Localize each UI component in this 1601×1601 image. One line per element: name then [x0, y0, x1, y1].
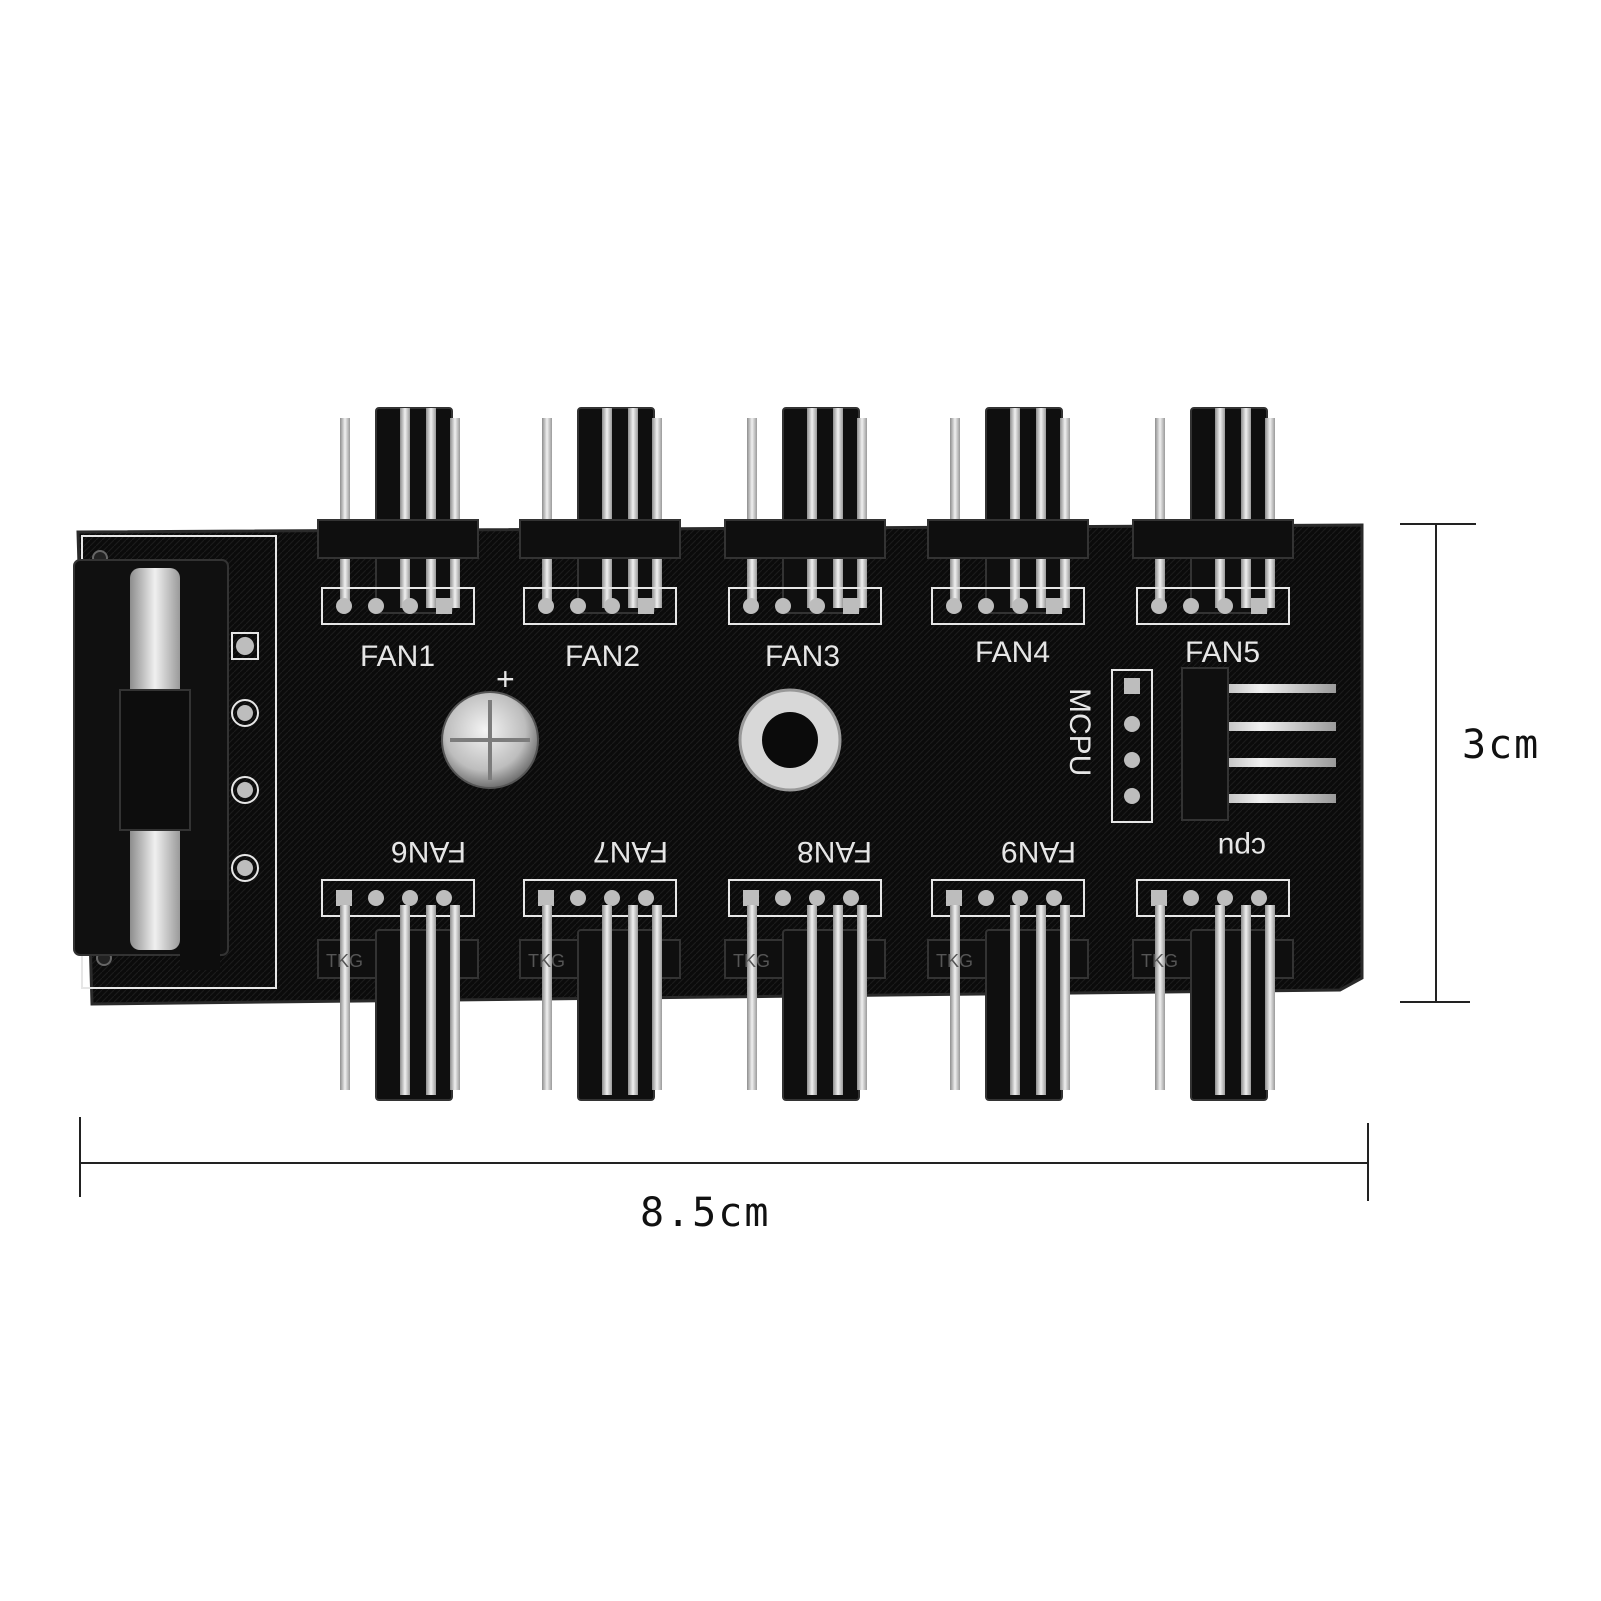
- header-cpu: TKG: [1132, 879, 1294, 1101]
- label-fan9: FAN9: [1001, 835, 1076, 868]
- power-connector: [73, 559, 259, 970]
- header-mcpu: MCPU: [1063, 667, 1336, 823]
- header-fan1: [317, 407, 479, 625]
- label-fan7: FAN7: [593, 835, 668, 868]
- height-dimension: [1400, 523, 1476, 1003]
- header-fan6: TKG: [317, 879, 479, 1101]
- label-fan8: FAN8: [797, 835, 872, 868]
- marking-tkg: TKG: [936, 951, 973, 971]
- label-mcpu: MCPU: [1063, 688, 1096, 776]
- label-fan4: FAN4: [975, 636, 1050, 669]
- marking-tkg: TKG: [528, 951, 565, 971]
- height-dimension-label: 3cm: [1462, 722, 1541, 768]
- label-fan3: FAN3: [765, 640, 840, 673]
- width-dimension-label: 8.5cm: [640, 1190, 771, 1236]
- pcb-board: [76, 523, 1364, 1006]
- label-fan6: FAN6: [391, 835, 466, 868]
- top-labels: FAN1 FAN2 FAN3 FAN4 FAN5: [360, 636, 1260, 673]
- header-fan5: [1132, 407, 1294, 625]
- label-fan1: FAN1: [360, 640, 435, 673]
- header-fan7: TKG: [519, 879, 681, 1101]
- marking-tkg: TKG: [733, 951, 770, 971]
- bottom-header-row: TKG TKG TKG: [317, 879, 1294, 1101]
- header-fan8: TKG: [724, 879, 886, 1101]
- width-dimension: [79, 1117, 1369, 1201]
- marking-tkg: TKG: [1141, 951, 1178, 971]
- capacitor-plus: +: [496, 661, 515, 697]
- header-fan3: [724, 407, 886, 625]
- label-fan2: FAN2: [565, 640, 640, 673]
- mounting-hole: [738, 688, 842, 792]
- marking-tkg: TKG: [326, 951, 363, 971]
- label-fan5: FAN5: [1185, 636, 1260, 669]
- capacitor: +: [441, 661, 539, 789]
- label-cpu: cpu: [1218, 831, 1266, 864]
- top-header-row: [317, 407, 1294, 625]
- bottom-labels: FAN6 FAN7 FAN8 FAN9 cpu: [391, 831, 1266, 868]
- header-fan4: [927, 407, 1089, 625]
- header-fan9: TKG: [927, 879, 1089, 1101]
- header-fan2: [519, 407, 681, 625]
